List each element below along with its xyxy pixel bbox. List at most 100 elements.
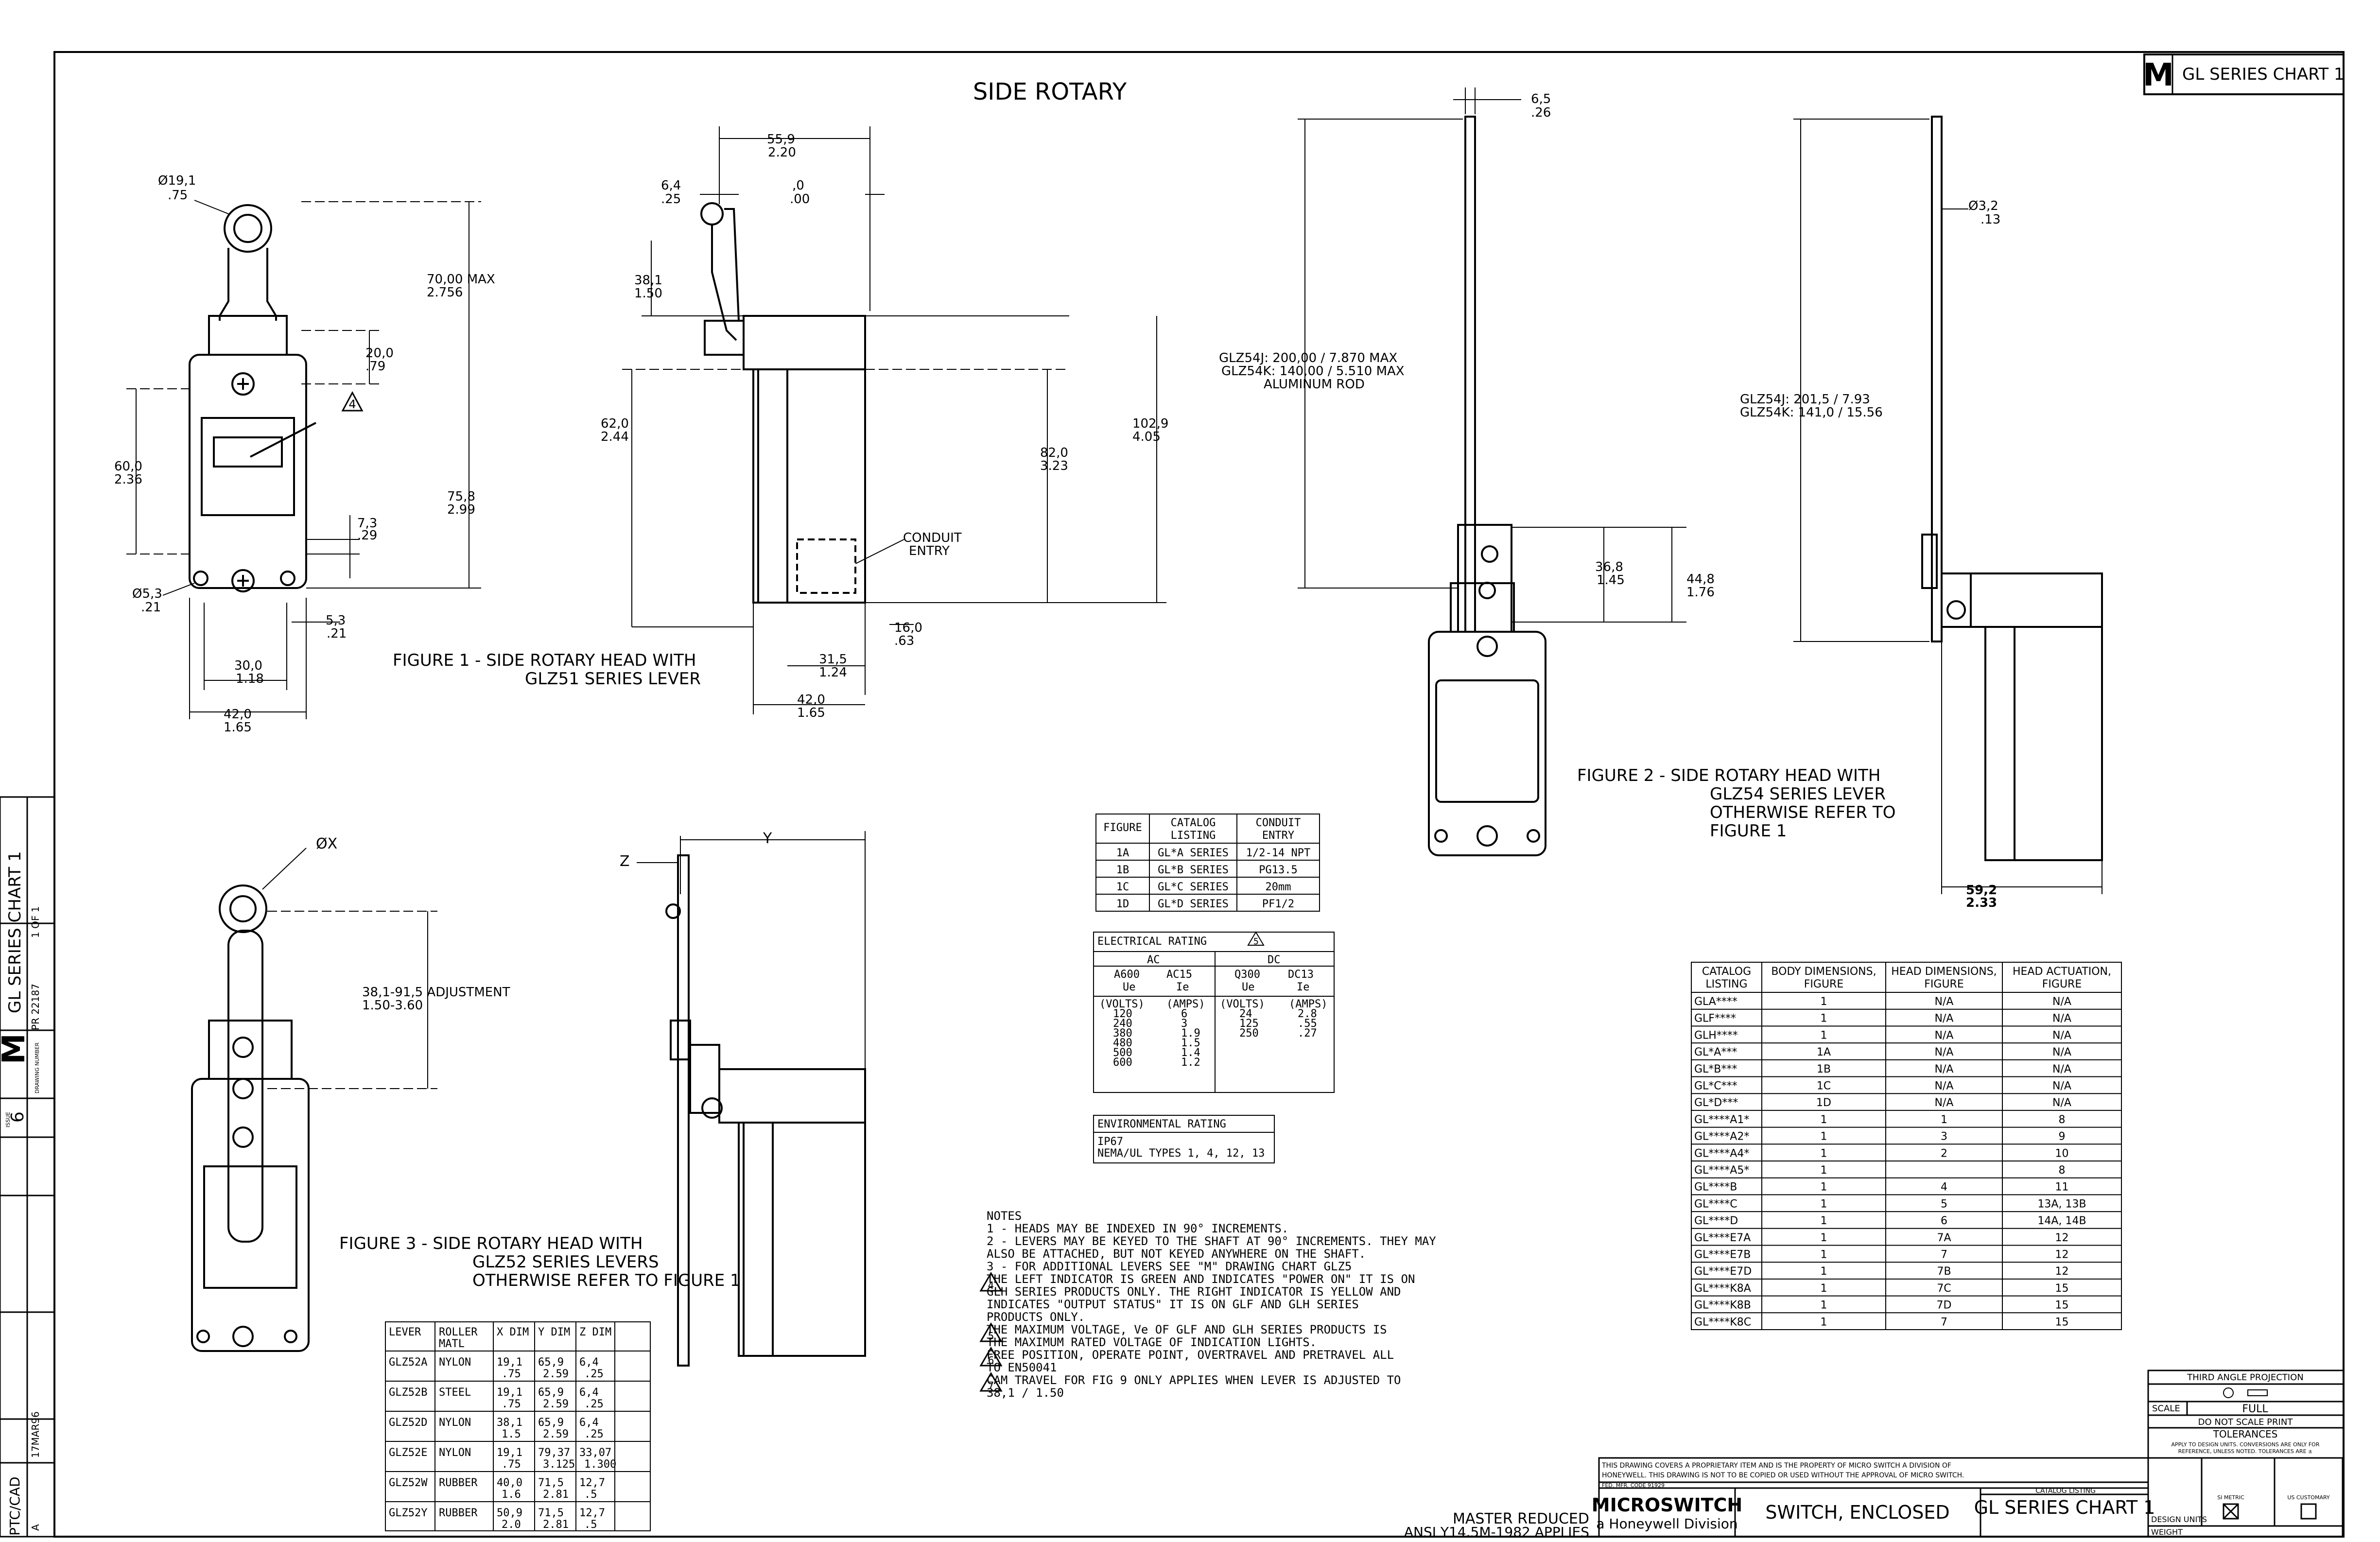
svg-text:.13: .13 (1980, 212, 2000, 227)
conduit-cell: 1A (1116, 847, 1129, 859)
catalog-header: FIGURE (1804, 978, 1843, 990)
svg-text:ALUMINUM ROD: ALUMINUM ROD (1264, 377, 1365, 392)
catalog-cell: 1B (1817, 1063, 1831, 1075)
figure-1-front-dims (126, 200, 481, 719)
catalog-cell: GL****B (1694, 1181, 1737, 1194)
catalog-cell: 1 (1821, 1198, 1827, 1210)
lever-cell: GLZ52B (389, 1386, 427, 1399)
svg-text:1.18: 1.18 (236, 672, 264, 686)
catalog-cell: 5 (1941, 1198, 1947, 1210)
conduit-table (1095, 814, 1320, 912)
svg-text:M: M (0, 1033, 32, 1064)
catalog-header: BODY DIMENSIONS, (1771, 966, 1876, 978)
title-block-text: THIRD ANGLE PROJECTION SCALE FULL DO NOT… (1404, 1372, 2330, 1540)
catalog-cell: 1 (1821, 1299, 1827, 1312)
lever-cell: .5 (584, 1489, 597, 1501)
catalog-cell: GL****A2* (1694, 1131, 1749, 1143)
catalog-cell: N/A (2052, 1080, 2071, 1092)
note-triangle-label: 5 (988, 1330, 994, 1342)
catalog-cell: 6 (1941, 1215, 1947, 1227)
lever-cell: 2.0 (502, 1519, 521, 1531)
note-line: TO EN50041 (987, 1361, 1057, 1374)
conduit-cell: 1D (1116, 898, 1129, 910)
svg-text:Ue: Ue (1123, 981, 1136, 993)
svg-text:1.45: 1.45 (1597, 573, 1625, 588)
catalog-cell: 1 (1941, 1114, 1947, 1126)
svg-text:.75: .75 (168, 188, 188, 203)
svg-text:82,0: 82,0 (1040, 446, 1068, 460)
svg-text:GLZ54K: 141,0 / 15.56: GLZ54K: 141,0 / 15.56 (1740, 405, 1883, 420)
electrical-dc-amps: 2.8 (1298, 1008, 1317, 1020)
environmental-rating-labels: ENVIRONMENTAL RATING IP67 NEMA/UL TYPES … (1097, 1118, 1265, 1160)
svg-text:1 OF 1: 1 OF 1 (30, 906, 41, 938)
catalog-cell: 1 (1821, 1249, 1827, 1261)
lever-header: X DIM (497, 1326, 529, 1338)
catalog-cell: 1A (1817, 1046, 1831, 1058)
note-line: 1 - HEADS MAY BE INDEXED IN 90° INCREMEN… (987, 1222, 1288, 1235)
sheet-border (53, 51, 2345, 1538)
svg-text:5,3: 5,3 (326, 613, 346, 628)
figure-3-adjustment-inch: 1.50-3.60 (362, 998, 423, 1013)
catalog-cell: N/A (2052, 1046, 2071, 1058)
catalog-cell: 1 (1821, 1265, 1827, 1278)
svg-text:70,00 MAX: 70,00 MAX (427, 272, 495, 287)
catalog-cell: GL****A5* (1694, 1164, 1749, 1177)
electrical-dc-volts: 250 (1239, 1027, 1259, 1040)
catalog-cell: N/A (2052, 1063, 2071, 1075)
lever-cell: NYLON (439, 1356, 471, 1369)
catalog-cell: 1 (1821, 1181, 1827, 1194)
svg-text:42,0: 42,0 (224, 707, 252, 722)
svg-text:17MAR96: 17MAR96 (30, 1411, 41, 1458)
figure-3-z-label: Z (620, 853, 630, 870)
svg-text:.29: .29 (357, 528, 377, 543)
catalog-cell: 1 (1821, 1215, 1827, 1227)
conduit-header: LISTING (1171, 830, 1216, 842)
conduit-cell: GL*B SERIES (1158, 864, 1229, 876)
lever-cell: .75 (502, 1368, 521, 1380)
svg-text:(AMPS): (AMPS) (1166, 998, 1205, 1010)
svg-text:OTHERWISE REFER TO: OTHERWISE REFER TO (1710, 803, 1895, 822)
lever-cell: 1.300 (584, 1458, 616, 1471)
catalog-cell: GLF**** (1694, 1013, 1736, 1025)
conduit-header: CONDUIT (1256, 817, 1301, 829)
notes-triangles (979, 1272, 1003, 1392)
side-block (0, 796, 55, 1538)
catalog-cell: N/A (1935, 1013, 1954, 1025)
catalog-header: FIGURE (1924, 978, 1963, 990)
lever-cell: 71,5 (538, 1507, 564, 1519)
catalog-cell: GL****E7A (1694, 1232, 1751, 1244)
catalog-cell: 4 (1941, 1181, 1947, 1194)
figure-2-front-labels: 6,5 .26 GLZ54J: 200,00 / 7.870 MAX GLZ54… (1219, 92, 1715, 600)
lever-cell: 6,4 (579, 1417, 599, 1429)
lever-cell: GLZ52A (389, 1356, 427, 1369)
lever-cell: 79,37 (538, 1447, 570, 1459)
catalog-cell: GL****A4* (1694, 1147, 1749, 1160)
svg-text:2.36: 2.36 (114, 472, 142, 487)
catalog-cell: 7A (1937, 1232, 1951, 1244)
catalog-cell: 12 (2055, 1265, 2069, 1278)
lever-cell: 6,4 (579, 1356, 599, 1369)
lever-cell: GLZ52D (389, 1417, 427, 1429)
side-block-text: GL SERIES CHART 1 M PR 22187 1 OF 1 DRAW… (0, 851, 41, 1536)
svg-text:A: A (30, 1524, 41, 1531)
svg-text:.25: .25 (661, 192, 681, 207)
svg-text:WEIGHT: WEIGHT (2151, 1527, 2183, 1537)
svg-text:38,1: 38,1 (634, 273, 662, 288)
figure-3-x-label: ØX (316, 835, 337, 852)
catalog-cell: GLA**** (1694, 996, 1737, 1008)
note-triangle-4-label: 4 (348, 398, 356, 411)
lever-cell: STEEL (439, 1386, 471, 1399)
note-line: THE MAXIMUM VOLTAGE, Ve OF GLF AND GLH S… (987, 1323, 1387, 1336)
conduit-cell: 1B (1116, 864, 1129, 876)
electrical-ac-volts: 380 (1113, 1027, 1132, 1040)
note-line: INDICATES "OUTPUT STATUS" IT IS ON GLF A… (987, 1298, 1359, 1311)
electrical-dc-amps: .55 (1298, 1018, 1317, 1030)
lever-cell: 1.5 (502, 1428, 521, 1440)
lever-cell: RUBBER (439, 1507, 478, 1519)
note-line: THE LEFT INDICATOR IS GREEN AND INDICATE… (987, 1272, 1415, 1286)
svg-text:Ø19,1: Ø19,1 (158, 173, 196, 188)
note-line: 2 - LEVERS MAY BE KEYED TO THE SHAFT AT … (987, 1234, 1436, 1248)
note-triangle-label: 4 (988, 1280, 994, 1291)
lever-cell: .25 (584, 1368, 604, 1380)
catalog-header: HEAD ACTUATION, (2013, 966, 2111, 978)
